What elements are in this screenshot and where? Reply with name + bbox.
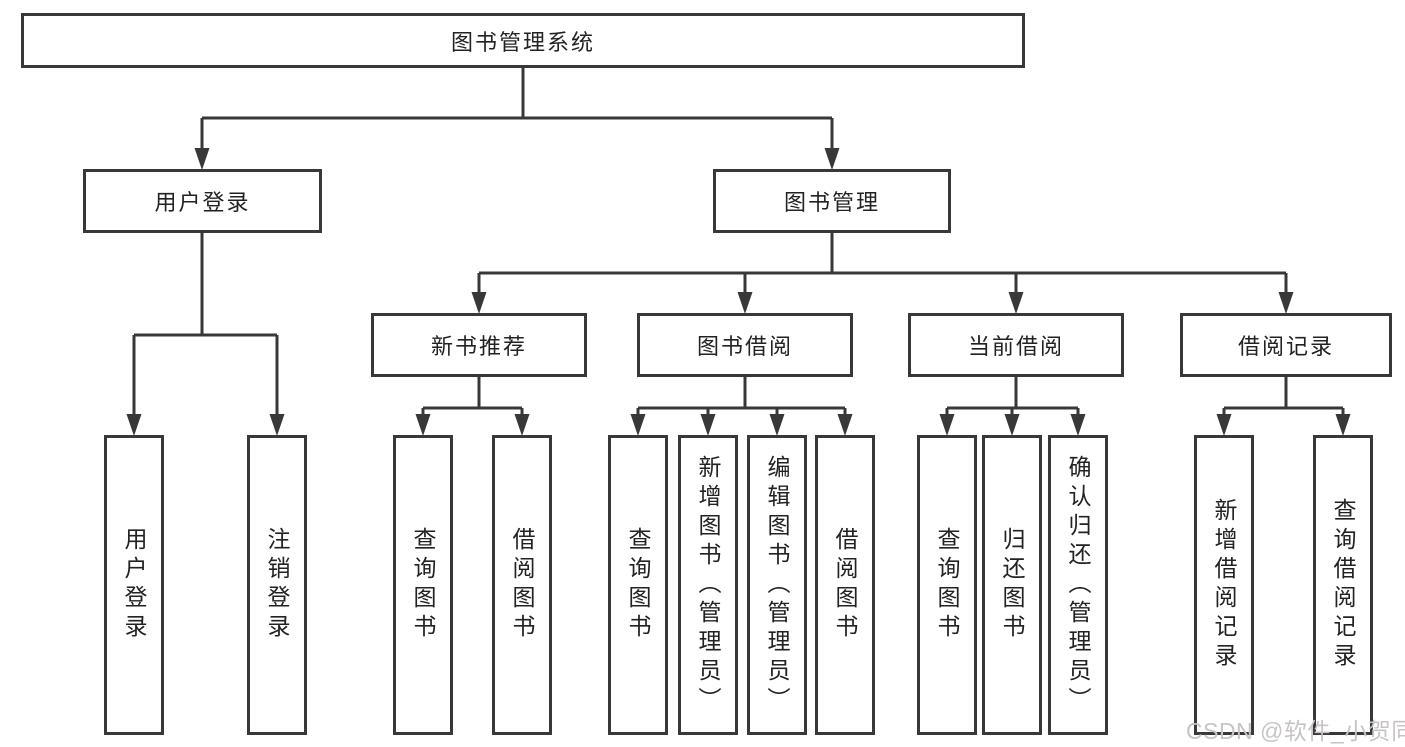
arrowhead — [1008, 292, 1024, 314]
node-leaf-query-books-current: 查询图书 — [917, 435, 977, 735]
edge-line — [200, 68, 834, 152]
arrowhead — [939, 414, 955, 436]
node-user-login: 用户登录 — [83, 169, 322, 233]
arrowhead — [1004, 414, 1020, 436]
arrowhead — [1335, 414, 1351, 436]
arrowhead — [514, 414, 530, 436]
node-leaf-confirm-return-admin: 确认归还（管理员） — [1048, 435, 1108, 735]
edge-group-book-borrowing — [630, 377, 853, 436]
node-leaf-add-book-admin: 新增图书（管理员） — [678, 435, 738, 735]
arrowhead — [700, 414, 716, 436]
arrowhead — [769, 414, 785, 436]
node-leaf-borrow-books: 借阅图书 — [815, 435, 875, 735]
arrowhead — [630, 414, 646, 436]
edge-group-borrow-records — [1216, 377, 1351, 436]
edge-group-current-borrowing — [939, 377, 1086, 436]
edge-group-book-management — [471, 233, 1294, 314]
edge-line — [132, 233, 279, 418]
node-leaf-query-books-recommend: 查询图书 — [393, 435, 453, 735]
node-leaf-borrow-books-recommend: 借阅图书 — [492, 435, 552, 735]
arrowhead — [737, 292, 753, 314]
node-leaf-user-login: 用户登录 — [104, 435, 164, 735]
node-system-root: 图书管理系统 — [21, 13, 1025, 68]
arrowhead — [269, 414, 285, 436]
node-leaf-add-borrow-record: 新增借阅记录 — [1194, 435, 1254, 735]
node-book-management: 图书管理 — [713, 169, 951, 233]
arrowhead — [1216, 414, 1232, 436]
edge-group-user-login — [126, 233, 285, 436]
csdn-watermark: CSDN @软件_小贺同学 — [1186, 718, 1405, 744]
arrowhead — [837, 414, 853, 436]
edge-line — [945, 377, 1080, 418]
edge-line — [636, 377, 847, 418]
arrowhead — [824, 148, 840, 170]
edge-line — [421, 377, 524, 418]
node-leaf-logout: 注销登录 — [247, 435, 307, 735]
node-leaf-edit-book-admin: 编辑图书（管理员） — [747, 435, 807, 735]
node-current-borrowing: 当前借阅 — [908, 313, 1124, 377]
node-book-borrowing: 图书借阅 — [637, 313, 853, 377]
edge-line — [1222, 377, 1345, 418]
edge-group-root — [194, 68, 840, 170]
node-borrow-records: 借阅记录 — [1180, 313, 1392, 377]
arrowhead — [1070, 414, 1086, 436]
node-leaf-query-borrow-record: 查询借阅记录 — [1313, 435, 1373, 735]
edge-line — [477, 233, 1288, 296]
arrowhead — [415, 414, 431, 436]
node-leaf-query-books-borrowing: 查询图书 — [608, 435, 668, 735]
arrowhead — [1278, 292, 1294, 314]
edge-group-new-book-recommend — [415, 377, 530, 436]
arrowhead — [126, 414, 142, 436]
node-leaf-return-book: 归还图书 — [982, 435, 1042, 735]
arrowhead — [194, 148, 210, 170]
node-new-book-recommend: 新书推荐 — [371, 313, 587, 377]
arrowhead — [471, 292, 487, 314]
